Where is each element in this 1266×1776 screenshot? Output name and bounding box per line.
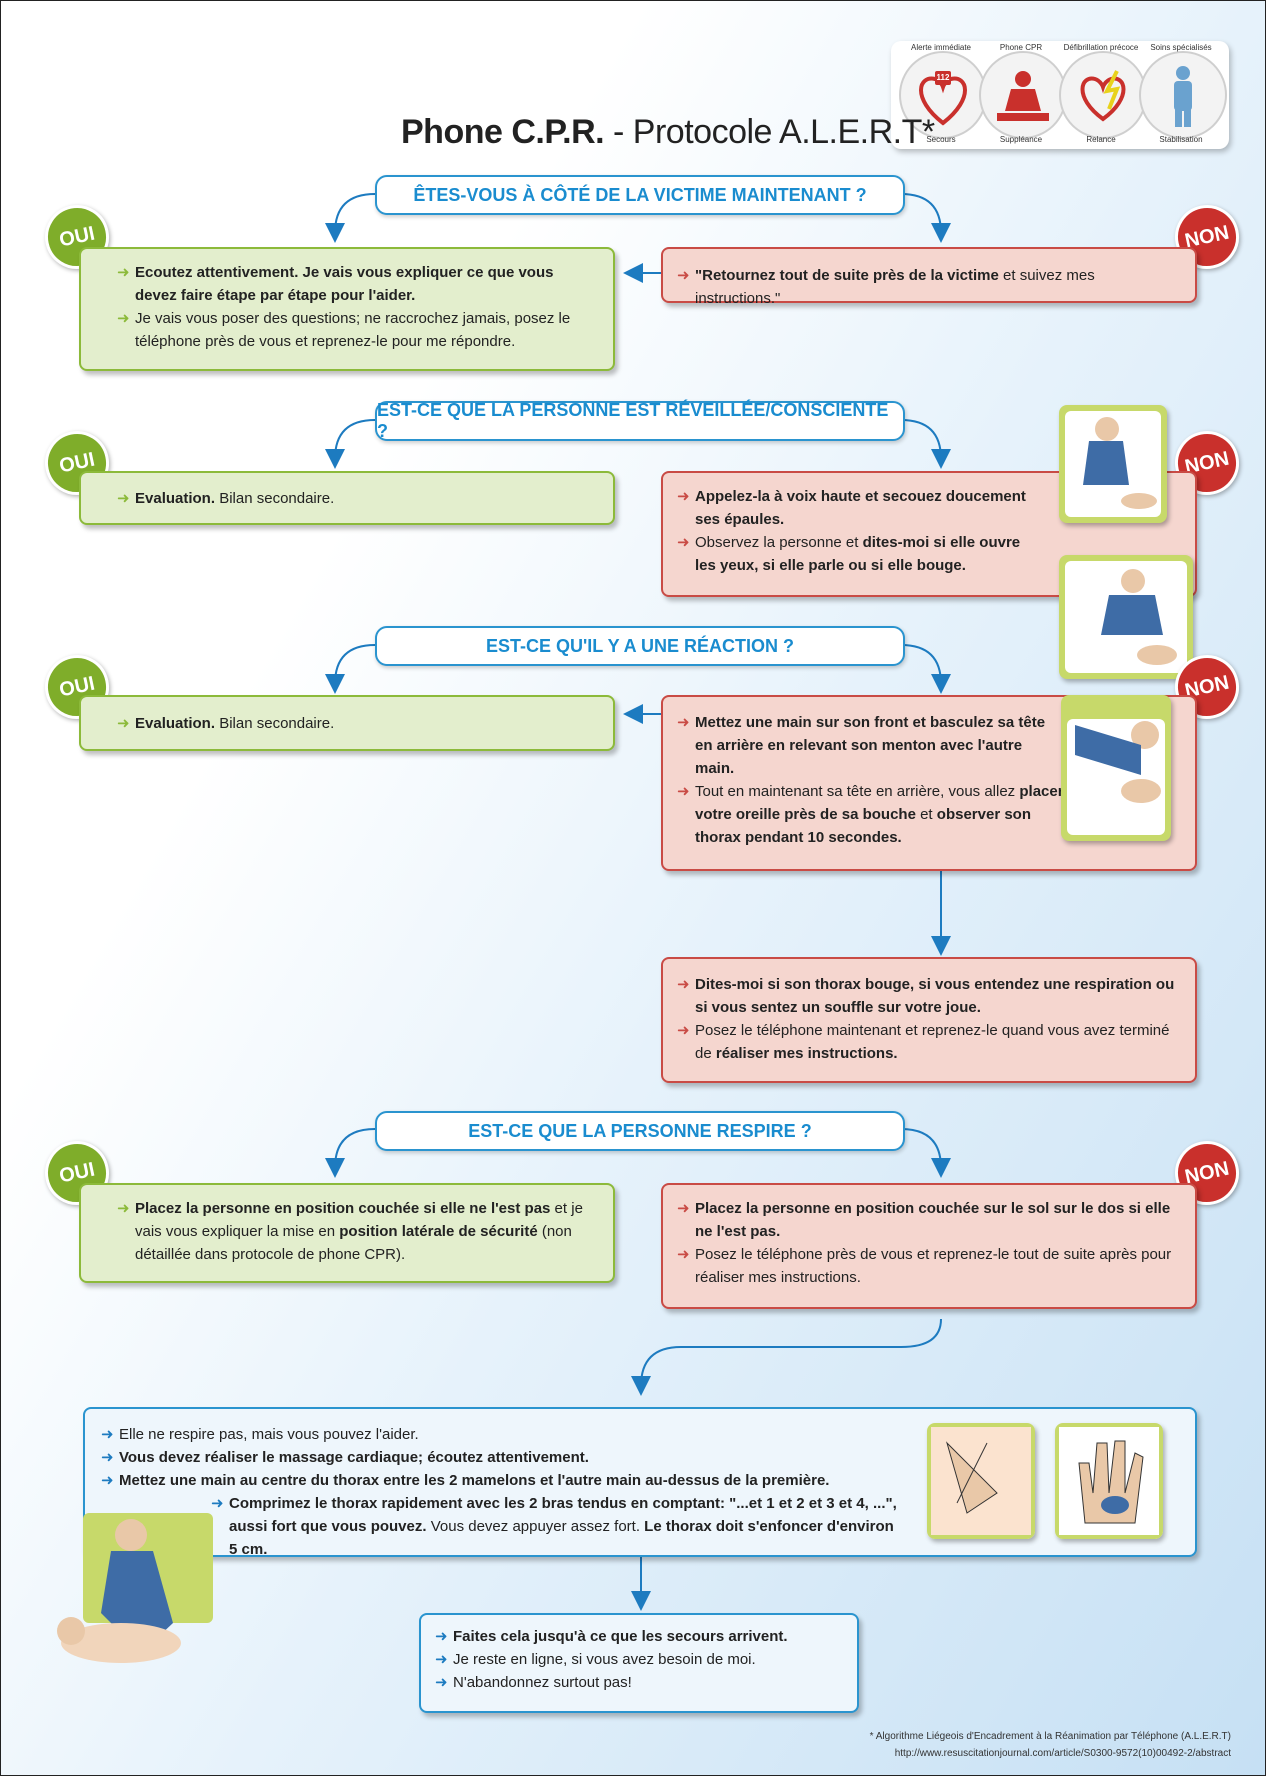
q4-oui-box: ➜Placez la personne en position couchée … — [79, 1183, 615, 1283]
cpr-icon — [979, 51, 1067, 139]
logo-label-alerte: Alerte immédiate — [910, 43, 972, 52]
footnote-link[interactable]: http://www.resuscitationjournal.com/arti… — [894, 1748, 1231, 1759]
logo-label-secours: Secours — [926, 135, 956, 144]
q4-non-box: ➜Placez la personne en position couchée … — [661, 1183, 1197, 1309]
q3-oui-rest: Bilan secondaire. — [215, 715, 335, 732]
q2-non-bold: dites-moi si elle ouvre les yeux, si ell… — [695, 534, 1021, 574]
cpr-bullet-4-bold-2: Le thorax doit s'enfoncer d'environ 5 cm… — [229, 1518, 894, 1558]
q3-non-bold-2: observer son thorax pendant 10 secondes. — [695, 806, 1031, 846]
q2-oui-bold: Evaluation. — [135, 490, 216, 507]
q4-oui-mid: et je vais vous expliquer la mise en — [135, 1200, 583, 1240]
q4-oui-bold-1: Placez la personne en position couchée s… — [135, 1200, 551, 1217]
q3-non-bullet-1: Mettez une main sur son front et bascule… — [695, 714, 1046, 777]
final-box: ➜Faites cela jusqu'à ce que les secours … — [419, 1613, 859, 1713]
check-breathing-illustration — [1059, 555, 1193, 679]
q4-non-bullet-1: Placez la personne en position couchée s… — [695, 1200, 1171, 1240]
q3-oui-box: ➜Evaluation. Bilan secondaire. — [79, 695, 615, 751]
question-4: EST-CE QUE LA PERSONNE RESPIRE ? — [375, 1111, 905, 1151]
q2-oui-rest: Bilan secondaire. — [215, 490, 335, 507]
palm-illustration — [1055, 1423, 1163, 1539]
head-tilt-illustration — [1061, 695, 1171, 841]
footnote-line-1: * Algorithme Liégeois d'Encadrement à la… — [869, 1731, 1231, 1742]
cpr-bullet-3: Mettez une main au centre du thorax entr… — [119, 1472, 830, 1489]
q4-oui-end: (non détaillée dans protocole de phone C… — [135, 1223, 572, 1263]
logo-label-phone-cpr: Phone CPR — [999, 43, 1043, 52]
logo-label-relance: Relance — [1086, 135, 1116, 144]
logo-label-defibrillation: Défibrillation précoce — [1063, 43, 1139, 52]
question-3: EST-CE QU'IL Y A UNE RÉACTION ? — [375, 626, 905, 666]
q3-non-mid: et — [915, 806, 937, 823]
question-2: EST-CE QUE LA PERSONNE EST RÉVEILLÉE/CON… — [375, 400, 905, 441]
final-bullet-3: N'abandonnez surtout pas! — [453, 1674, 632, 1691]
q4-oui-bold-2: position latérale de sécurité — [339, 1223, 538, 1240]
q1-non-box: ➜"Retournez tout de suite près de la vic… — [661, 247, 1197, 307]
logo-label-suppleance: Suppléance — [999, 135, 1043, 144]
q3-next-bold: réaliser mes instructions. — [715, 1045, 898, 1062]
q2-oui-box: ➜Evaluation. Bilan secondaire. — [79, 471, 615, 525]
cpr-bullet-4-mid: Vous devez appuyer assez fort. — [426, 1518, 645, 1535]
defibrillation-icon — [1059, 51, 1147, 139]
cpr-bullet-2: Vous devez réaliser le massage cardiaque… — [119, 1449, 589, 1466]
cpr-bullet-4-bold: Comprimez le thorax rapidement avec les … — [229, 1495, 897, 1535]
final-bullet-1: Faites cela jusqu'à ce que les secours a… — [453, 1628, 788, 1645]
cpr-bullet-1: Elle ne respire pas, mais vous pouvez l'… — [119, 1426, 419, 1443]
q3-non-text: Tout en maintenant sa tête en arrière, v… — [695, 783, 1020, 800]
question-1: ÊTES-VOUS À CÔTÉ DE LA VICTIME MAINTENAN… — [375, 175, 905, 215]
logo-label-stabilisation: Stabilisation — [1159, 135, 1203, 144]
title-rest: - Protocole A.L.E.R.T* — [604, 113, 935, 151]
chest-compression-illustration — [41, 1503, 231, 1683]
hands-on-chest-illustration — [927, 1423, 1035, 1539]
q2-non-bullet-1: Appelez-la à voix haute et secouez douce… — [695, 488, 1026, 528]
logo-label-soins: Soins spécialisés — [1150, 43, 1212, 52]
q1-non-bold: "Retournez tout de suite près de la vict… — [695, 267, 999, 284]
q4-non-bullet-2: Posez le téléphone près de vous et repre… — [695, 1246, 1172, 1286]
q2-non-text: Observez la personne et — [695, 534, 863, 551]
stabilisation-icon — [1139, 51, 1227, 139]
q3-next-bullet-1: Dites-moi si son thorax bouge, si vous e… — [695, 976, 1175, 1016]
shake-shoulders-illustration — [1059, 405, 1167, 523]
q3-next-box: ➜Dites-moi si son thorax bouge, si vous … — [661, 957, 1197, 1083]
q1-oui-box: ➜Ecoutez attentivement. Je vais vous exp… — [79, 247, 615, 371]
final-bullet-2: Je reste en ligne, si vous avez besoin d… — [453, 1651, 756, 1668]
q3-oui-bold: Evaluation. — [135, 715, 216, 732]
q3-next-text: Posez le téléphone maintenant et reprene… — [695, 1022, 1170, 1062]
q1-non-rest: et suivez mes instructions." — [695, 267, 1095, 307]
q3-non-bold-1: placer votre oreille près de sa bouche — [695, 783, 1064, 823]
q1-oui-bullet-2: Je vais vous poser des questions; ne rac… — [135, 310, 571, 350]
page-title: Phone C.P.R. - Protocole A.L.E.R.T* — [401, 113, 935, 152]
q1-oui-bullet-1: Ecoutez attentivement. Je vais vous expl… — [135, 264, 554, 304]
footnote: * Algorithme Liégeois d'Encadrement à la… — [701, 1731, 1231, 1759]
title-bold: Phone C.P.R. — [401, 113, 605, 151]
logo-badge: 112 — [936, 73, 950, 82]
alert-logo: 112 Alerte immédiate Phone CPR Défibrill… — [891, 41, 1229, 149]
